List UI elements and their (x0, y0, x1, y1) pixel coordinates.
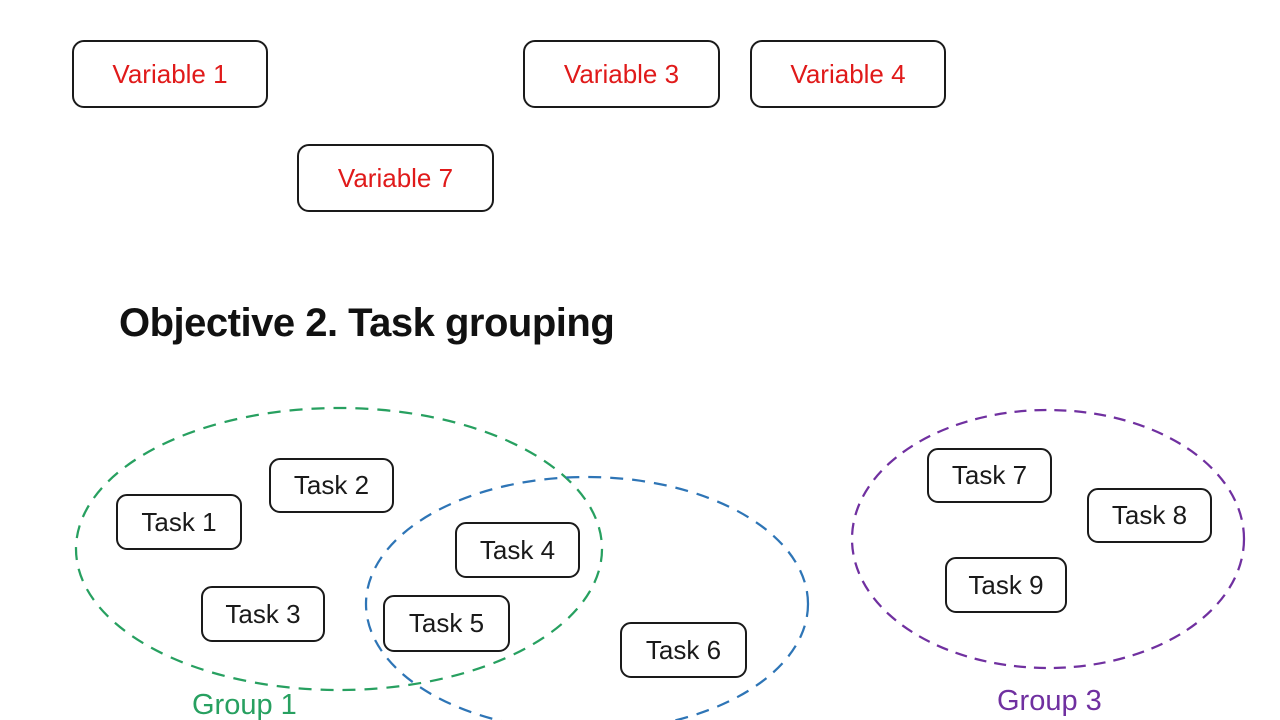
task-1-box: Task 1 (116, 494, 242, 550)
variable-7-box: Variable 7 (297, 144, 494, 212)
task-9-label: Task 9 (968, 569, 1044, 600)
task-8-label: Task 8 (1111, 500, 1188, 530)
variable-1-label: Variable 1 (112, 58, 228, 89)
task-4-box: Task 4 (455, 522, 580, 578)
task-2-label: Task 2 (293, 470, 370, 500)
page-title: Objective 2. Task grouping (119, 301, 615, 345)
group-3-label: Group 3 (997, 685, 1102, 717)
task-3-box: Task 3 (201, 586, 325, 642)
task-3-label: Task 3 (225, 598, 301, 629)
group-3-ellipse (850, 408, 1246, 670)
task-6-box: Task 6 (620, 622, 747, 678)
task-7-label: Task 7 (951, 460, 1028, 490)
group-1-ellipse (74, 406, 604, 692)
variable-4-label: Variable 4 (790, 58, 906, 89)
variable-4-box: Variable 4 (750, 40, 946, 108)
variable-3-box: Variable 3 (523, 40, 720, 108)
task-5-label: Task 5 (408, 608, 485, 638)
task-9-box: Task 9 (945, 557, 1067, 613)
group-2-ellipse (364, 475, 810, 720)
group-1-label: Group 1 (192, 689, 297, 720)
task-7-box: Task 7 (927, 448, 1052, 503)
task-4-label: Task 4 (479, 534, 556, 565)
task-8-box: Task 8 (1087, 488, 1212, 543)
task-5-box: Task 5 (383, 595, 510, 652)
task-1-label: Task 1 (141, 506, 217, 537)
variable-3-label: Variable 3 (563, 58, 680, 89)
variable-7-label: Variable 7 (337, 162, 454, 193)
task-2-box: Task 2 (269, 458, 394, 513)
variable-1-box: Variable 1 (72, 40, 268, 108)
task-6-label: Task 6 (645, 634, 722, 665)
